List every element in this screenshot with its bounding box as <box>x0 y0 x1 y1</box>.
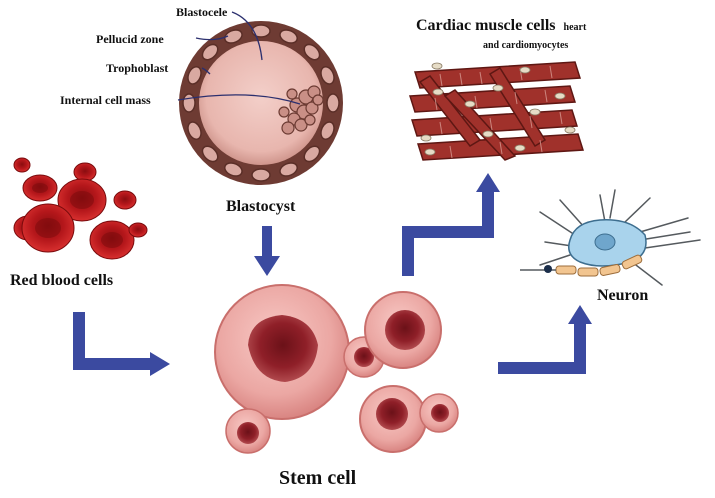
blastocele-label: Blastocele <box>176 5 228 19</box>
arrow-stem-to-cardiac <box>402 173 500 276</box>
blastocele-cavity <box>199 41 323 165</box>
blastocyst-illustration <box>177 11 343 185</box>
blastocyst-pointer-lines <box>177 11 301 105</box>
cardiac-muscle-illustration <box>408 61 585 161</box>
arrow-blastocyst-to-stem <box>254 226 280 276</box>
stem-cell-illustration <box>214 284 459 454</box>
trophoblast-cell <box>182 93 196 113</box>
neuron-illustration <box>520 189 701 286</box>
arrow-red-blood-to-stem <box>73 312 170 376</box>
stem-cell-title: Stem cell <box>279 467 357 489</box>
cardiac-title-small: heart <box>564 22 587 33</box>
blastocele-pointer <box>231 11 263 61</box>
trophoblast-pointer <box>201 67 211 75</box>
pellucid-zone-label: Pellucid zone <box>96 32 164 46</box>
trophoblast-cell <box>187 66 202 85</box>
cardiac-subtitle: and cardiomyocytes <box>483 40 568 51</box>
red-blood-cells-title: Red blood cells <box>10 272 113 289</box>
red-blood-cells-illustration <box>13 157 148 260</box>
trophoblast-cell <box>224 162 243 177</box>
trophoblast-cell <box>251 168 271 182</box>
trophoblast-cell <box>201 43 219 61</box>
neuron-nucleus <box>594 233 616 251</box>
trophoblast-cell <box>320 121 335 140</box>
trophoblast-cell <box>251 24 271 38</box>
blastocyst-title: Blastocyst <box>226 198 296 215</box>
trophoblast-cell <box>187 121 202 140</box>
inner-cell-mass <box>278 85 324 135</box>
trophoblast-cells <box>182 24 340 182</box>
arrows <box>73 173 592 376</box>
trophoblast-cell <box>224 29 243 44</box>
trophoblast-cell <box>326 93 340 113</box>
trophoblast-cell <box>303 43 321 61</box>
neuron-title: Neuron <box>597 287 648 304</box>
trophoblast-label: Trophoblast <box>106 61 168 75</box>
trophoblast-cell <box>303 145 321 163</box>
trophoblast-cell <box>201 145 219 163</box>
trophoblast-cell <box>320 66 335 85</box>
cardiac-title: Cardiac muscle cells <box>416 17 556 34</box>
arrow-stem-to-neuron <box>498 305 592 374</box>
trophoblast-cell <box>279 29 298 44</box>
inner-cell-mass-label: Internal cell mass <box>60 93 151 107</box>
pellucid-zone-pointer <box>195 35 229 41</box>
cardiac-title-line: Cardiac muscle cells heart <box>416 17 587 34</box>
inner-cell-mass-pointer <box>177 94 301 105</box>
trophoblast-cell <box>279 162 298 177</box>
